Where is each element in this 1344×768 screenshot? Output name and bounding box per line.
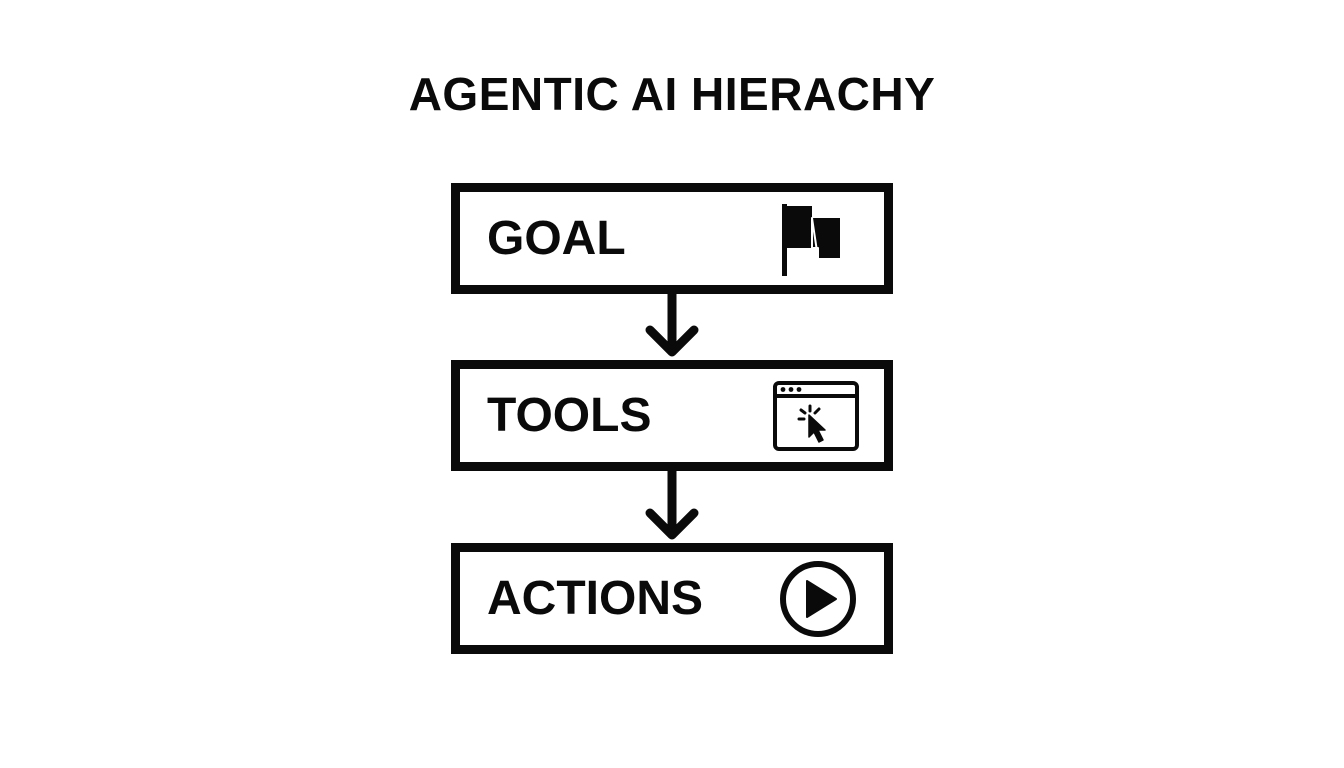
node-goal: GOAL xyxy=(451,183,893,294)
node-tools-label: TOOLS xyxy=(487,388,652,442)
node-goal-label: GOAL xyxy=(487,211,626,265)
node-actions: ACTIONS xyxy=(451,543,893,654)
hierarchy-diagram: GOAL TOOLS ACTIONS xyxy=(451,183,893,655)
node-actions-label: ACTIONS xyxy=(487,571,703,625)
arrow-tools-to-actions xyxy=(645,471,699,540)
flag-icon xyxy=(782,203,840,276)
page-title: AGENTIC AI HIERACHY xyxy=(408,68,936,120)
browser-cursor-icon xyxy=(773,380,859,451)
node-tools: TOOLS xyxy=(451,360,893,471)
arrow-goal-to-tools xyxy=(645,294,699,357)
play-icon xyxy=(780,560,856,637)
